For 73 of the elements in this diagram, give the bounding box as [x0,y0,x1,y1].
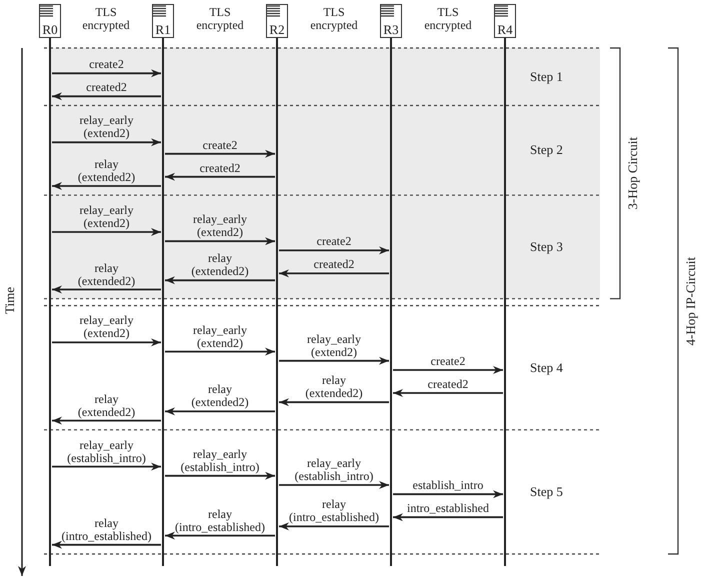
step-label: Step 2 [530,143,563,156]
message-arrow [279,356,389,365]
step-label: Step 4 [530,360,563,374]
message-arrow [52,462,161,471]
message-label: relay_early (extend2) [307,332,361,359]
message-arrow [279,522,389,530]
message-label: relay_early (extend2) [193,213,247,240]
message-label: relay_early (extend2) [193,324,247,350]
message-arrow [279,398,389,406]
link-label: TLS encrypted [310,6,358,32]
message-label: create2 [430,355,466,368]
message-label: relay (intro_established) [62,516,152,543]
message-arrow [52,286,161,294]
message-label: created2 [428,378,468,391]
message-label: relay_early (extend2) [80,314,134,340]
message-label: relay (extended2) [305,374,363,400]
message-label: created2 [314,258,354,272]
link-label: TLS encrypted [196,6,244,32]
message-arrow [393,513,503,522]
message-arrow [52,138,161,146]
router-label: R3 [382,23,400,37]
message-label: create2 [202,138,238,152]
message-label: relay_early (extend2) [80,114,134,140]
message-label: relay_early (establish_intro) [180,448,260,474]
message-arrow [52,338,161,346]
message-arrow [52,92,161,100]
message-label: created2 [86,81,127,94]
message-arrow [393,366,503,374]
message-arrow [165,237,275,246]
message-arrow [165,472,275,480]
message-arrow [52,69,161,78]
message-label: establish_intro [412,479,484,492]
bracket-label: 4-Hop IP-Circuit [684,257,697,346]
message-arrow [52,416,161,425]
router-label: R4 [496,23,514,37]
link-label: TLS encrypted [82,6,130,32]
message-arrow [52,182,161,190]
message-label: relay (extended2) [78,158,136,184]
message-arrow [165,172,275,181]
message-arrow [52,228,161,236]
message-arrow [279,481,389,489]
message-arrow [279,269,389,278]
message-label: relay_early (extend2) [80,204,134,230]
message-arrow [393,389,503,397]
step-label: Step 3 [530,240,563,253]
message-label: relay (intro_established) [289,498,379,524]
router-label: R0 [41,23,59,37]
message-label: relay (extended2) [191,383,249,410]
message-label: created2 [200,162,240,175]
message-label: relay_early (establish_intro) [294,457,374,483]
message-arrow [165,150,275,158]
bracket-label: 3-Hop Circuit [626,136,639,210]
message-label: create2 [89,58,124,72]
message-label: intro_established [407,502,489,516]
message-label: relay (extended2) [78,262,136,288]
message-arrow [393,490,503,498]
message-arrow [165,276,275,284]
message-label: relay (intro_established) [175,508,265,534]
step-label: Step 5 [530,484,563,498]
message-arrow [165,532,275,540]
message-label: create2 [316,235,352,248]
message-label: relay (extended2) [78,392,136,419]
step-label: Step 1 [530,70,563,83]
message-label: relay (extended2) [191,252,249,278]
link-label: TLS encrypted [424,6,472,32]
axis-label: Time [3,286,16,314]
message-arrow [165,407,275,416]
router-label: R2 [268,23,286,37]
router-label: R1 [154,23,172,37]
message-arrow [52,540,161,549]
message-label: relay_early (establish_intro) [67,438,146,465]
message-arrow [165,348,275,356]
message-arrow [279,246,389,254]
